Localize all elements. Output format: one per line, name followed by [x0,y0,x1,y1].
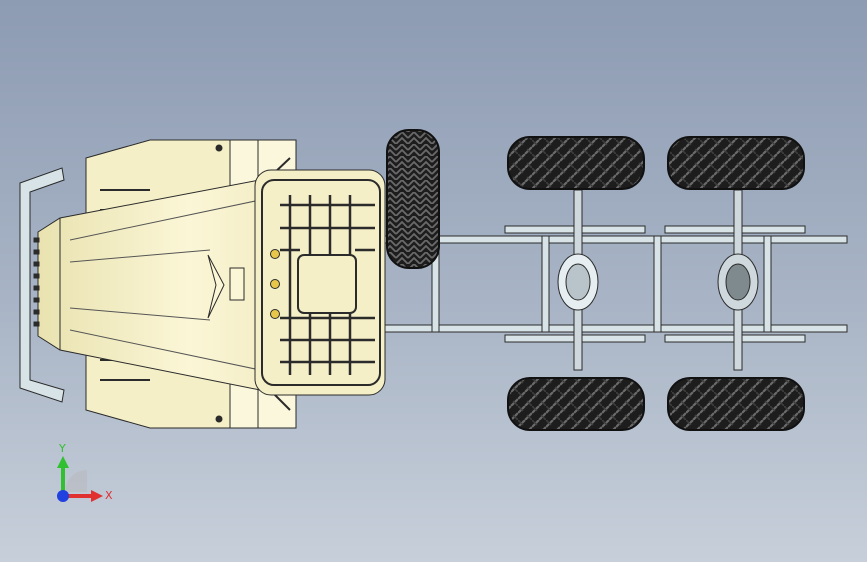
hood[interactable] [33,157,291,411]
y-axis-label: Y [58,442,66,455]
chassis-frame[interactable] [384,225,848,343]
tire-rear-left-1[interactable] [507,136,645,190]
x-axis-label: X [105,489,113,502]
z-axis-dot-icon [57,490,69,502]
axles[interactable] [557,189,759,371]
tire-rear-left-2[interactable] [667,136,805,190]
spare-tire[interactable] [386,129,440,269]
tire-rear-right-2[interactable] [667,377,805,431]
front-bumper[interactable] [19,167,65,403]
coordinate-triad: Y X [57,442,113,502]
tire-rear-right-1[interactable] [507,377,645,431]
cab-cage[interactable] [254,169,386,396]
